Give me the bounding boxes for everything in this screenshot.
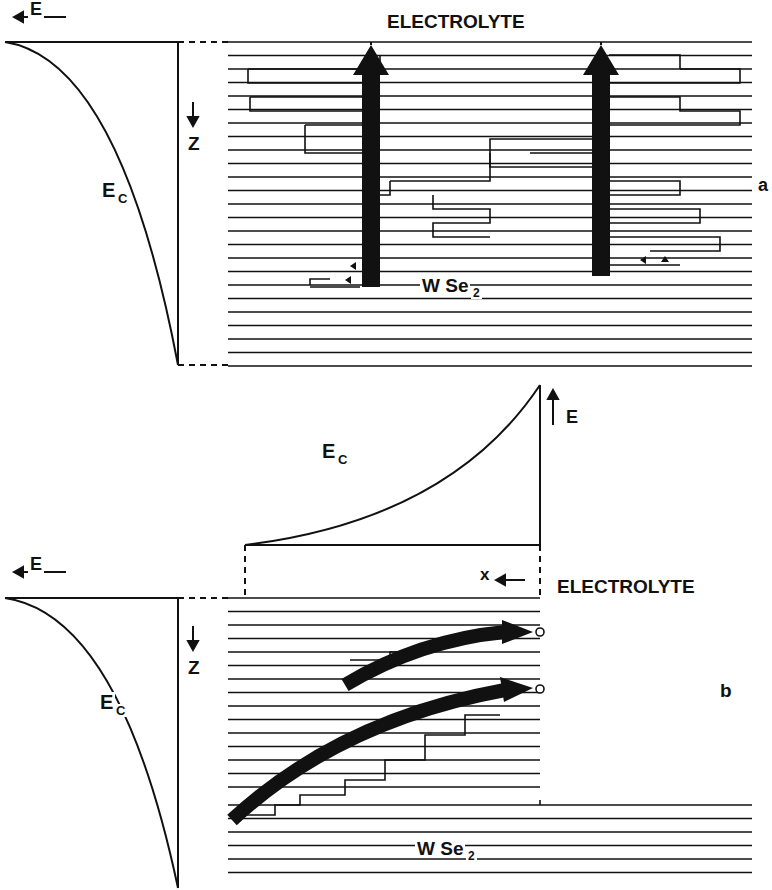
band-label: E	[100, 180, 117, 200]
layer-line	[228, 230, 752, 232]
hopping-path	[240, 55, 740, 815]
layer-line	[228, 818, 752, 820]
layer-line	[228, 732, 540, 734]
layer-line	[228, 284, 752, 286]
layer-line	[228, 651, 540, 653]
layer-line	[228, 352, 752, 354]
material-label: W Se	[415, 839, 465, 858]
panel-letter: a	[756, 176, 770, 194]
axis-label: x	[478, 566, 491, 583]
field-label: E	[28, 0, 44, 18]
region-label: ELECTROLYTE	[555, 577, 697, 596]
layer-line	[228, 705, 540, 707]
region-label: ELECTROLYTE	[385, 12, 527, 31]
layer-line	[228, 746, 540, 748]
layer-line	[228, 311, 752, 313]
band-curve	[245, 385, 540, 545]
layer-line	[228, 203, 752, 205]
band-curve	[5, 598, 178, 888]
subscript: C	[116, 192, 129, 205]
axis-label: Z	[186, 134, 202, 153]
crystal-layers	[228, 42, 752, 873]
layer-line	[228, 122, 752, 124]
layer-line	[228, 109, 752, 111]
axis-label: Z	[186, 658, 202, 677]
panel-letter: b	[718, 681, 734, 700]
layer-line	[228, 257, 752, 259]
arrowheads	[232, 42, 669, 820]
layer-line	[228, 773, 540, 775]
layer-line	[228, 190, 752, 192]
layer-line	[228, 271, 752, 273]
subscript: C	[114, 704, 127, 717]
band-label: E	[98, 692, 115, 712]
layer-line	[228, 136, 752, 138]
layer-line	[228, 831, 752, 833]
band-label: E	[320, 441, 337, 461]
field-label: E	[564, 408, 580, 426]
layer-line	[228, 678, 540, 680]
band-curve	[5, 42, 178, 365]
layer-line	[228, 759, 540, 761]
layer-line	[228, 845, 752, 847]
layer-line	[228, 244, 752, 246]
layer-line	[228, 858, 752, 860]
layer-line	[228, 41, 752, 43]
layer-line	[228, 597, 540, 599]
subscript: 2	[466, 850, 477, 862]
layer-line	[228, 365, 752, 367]
layer-line	[228, 298, 752, 300]
field-label: E	[28, 555, 44, 573]
subscript: 2	[471, 287, 482, 299]
subscript: C	[336, 453, 349, 466]
layer-line	[228, 624, 540, 626]
layer-line	[228, 338, 752, 340]
material-label: W Se	[420, 276, 470, 295]
layer-line	[228, 611, 540, 613]
layer-line	[228, 804, 752, 806]
layer-line	[228, 325, 752, 327]
layer-line	[228, 872, 752, 874]
